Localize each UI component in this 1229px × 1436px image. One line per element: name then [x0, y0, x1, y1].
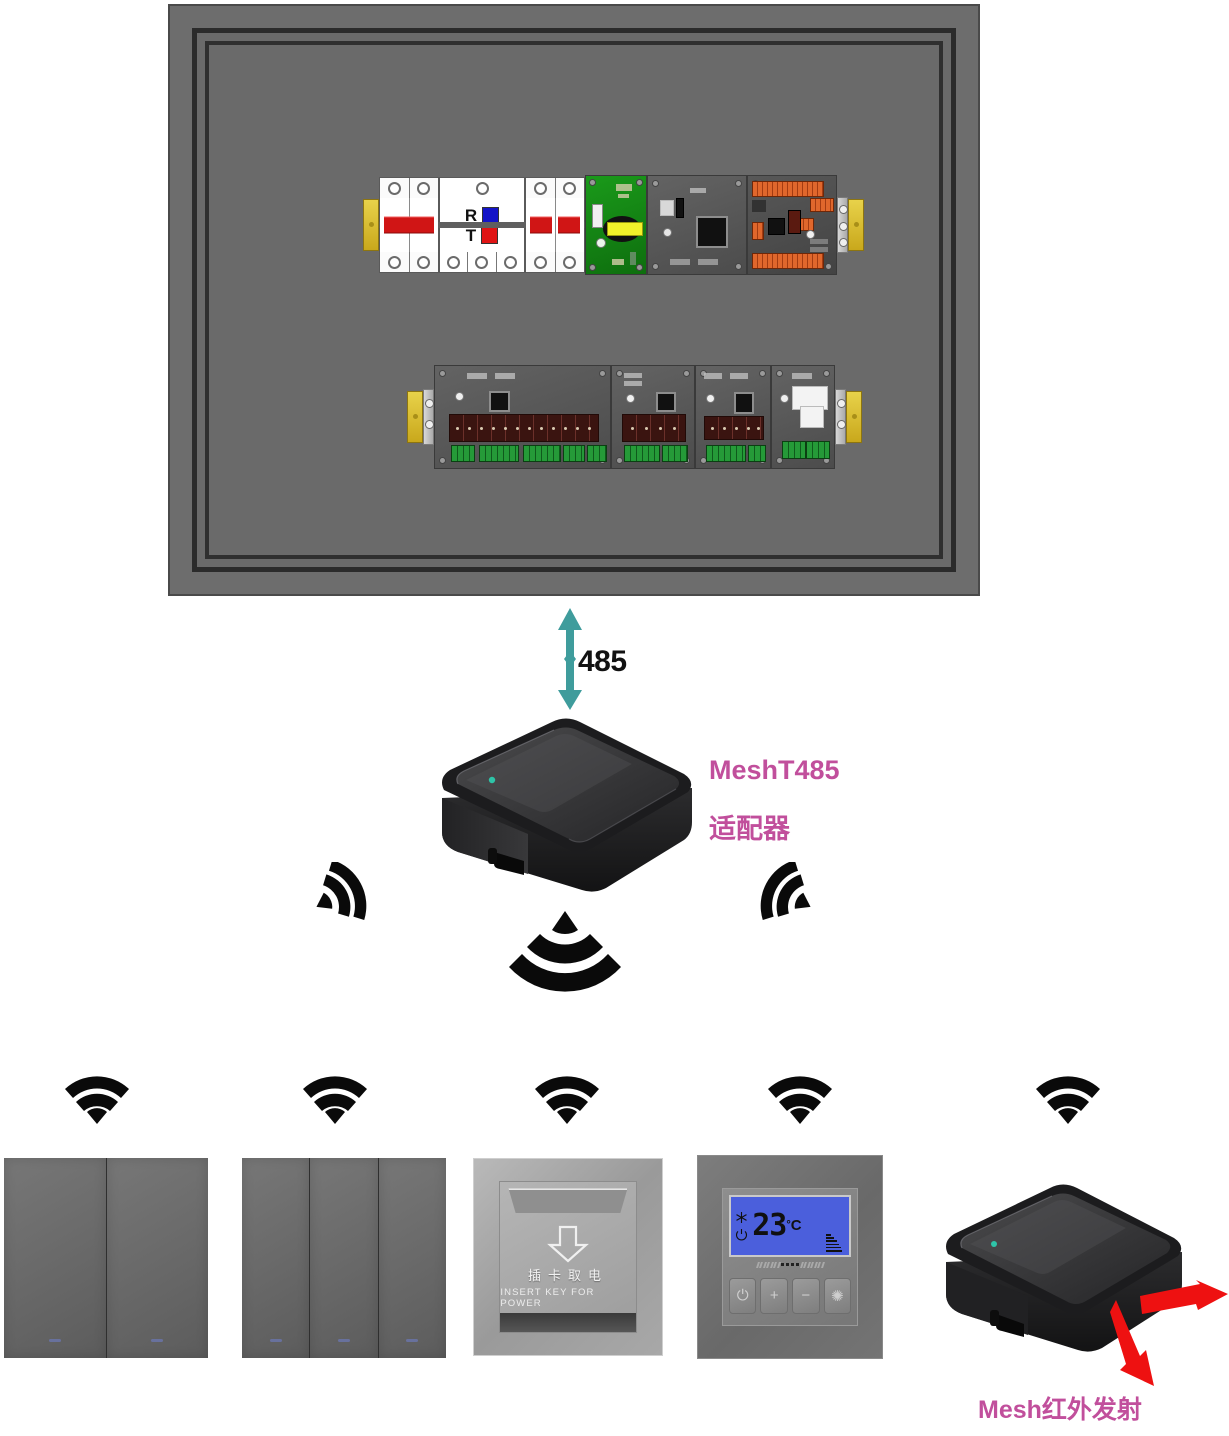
power-button[interactable]: ⏻ — [728, 1278, 757, 1314]
down-arrow-icon — [547, 1225, 589, 1263]
adapter-subtitle: 适配器 — [709, 814, 790, 844]
thermostat[interactable]: 23 ° C ⏻ + − ✺ — [697, 1155, 883, 1359]
power-icon — [736, 1229, 748, 1241]
din-row-top: R T — [363, 173, 864, 277]
snowflake-icon — [736, 1212, 747, 1224]
control-cabinet: R T — [168, 4, 980, 596]
relay-module-12ch — [434, 365, 611, 469]
ir-beam-upper-icon — [1140, 1280, 1228, 1314]
wifi-icon — [1036, 1076, 1100, 1124]
mesht485-adapter-device[interactable] — [432, 712, 700, 898]
thermostat-lcd: 23 ° C — [728, 1195, 852, 1257]
keycard-slot-body[interactable]: 插卡取电 INSERT KEY FOR POWER — [499, 1180, 637, 1334]
link-485-arrow — [558, 608, 582, 710]
wifi-icon — [768, 1076, 832, 1124]
minus-button[interactable]: − — [792, 1278, 820, 1314]
rt-indicator-blue — [482, 206, 500, 224]
circuit-breaker-right[interactable] — [525, 177, 585, 273]
signal-wave-down-icon — [509, 911, 621, 992]
switch-key-1[interactable] — [242, 1158, 311, 1358]
din-end-clamp-right — [848, 199, 864, 251]
fan-speed-icon — [826, 1233, 843, 1252]
wifi-icon — [303, 1076, 367, 1124]
clamp-plate-left — [423, 389, 434, 445]
status-led-icon — [488, 776, 496, 784]
din-end-clamp-left — [363, 199, 379, 251]
wifi-icon — [65, 1076, 129, 1124]
controller-module — [647, 175, 747, 275]
keycard-label-en: INSERT KEY FOR POWER — [500, 1287, 595, 1310]
din-row-bottom — [407, 363, 862, 471]
signal-wave-right-icon — [760, 862, 811, 920]
fan-button[interactable]: ✺ — [823, 1278, 852, 1314]
signal-wave-left-icon — [316, 862, 367, 920]
status-led-icon — [991, 1241, 997, 1247]
degree-symbol: ° — [786, 1218, 791, 1231]
relay-module-4ch — [611, 365, 695, 469]
plus-button[interactable]: + — [760, 1278, 789, 1314]
relay-module-single — [771, 365, 835, 469]
din-end-clamp-right — [846, 391, 862, 443]
wall-switch-3gang[interactable] — [240, 1156, 448, 1360]
ir-beam-lower-icon — [1110, 1300, 1154, 1386]
din-end-clamp-left — [407, 391, 423, 443]
switch-key-2[interactable] — [106, 1158, 208, 1358]
cabinet-backplate: R T — [215, 51, 933, 549]
link-485-label: 485 — [578, 645, 627, 678]
keycard-label-cn: 插卡取电 — [527, 1269, 608, 1285]
rt-letter-r: R — [464, 205, 478, 225]
temperature-unit: C — [790, 1216, 802, 1234]
thermostat-temperature: 23 — [752, 1208, 787, 1244]
switch-key-2[interactable] — [310, 1158, 379, 1358]
clamp-plate-right — [835, 389, 846, 445]
rt-letter-t: T — [465, 225, 477, 245]
power-supply-pcb-module — [585, 175, 647, 275]
adapter-title: MeshT485 — [709, 755, 840, 785]
wall-switch-2gang[interactable] — [2, 1156, 210, 1360]
ir-transmitter-label: Mesh红外发射 — [978, 1396, 1142, 1424]
cabinet-outer-frame: R T — [192, 28, 956, 572]
switch-key-3[interactable] — [378, 1158, 446, 1358]
keycard-base — [500, 1312, 636, 1333]
rt-indicator-red — [481, 226, 499, 244]
thermostat-vent — [729, 1257, 851, 1270]
switch-key-1[interactable] — [4, 1158, 107, 1358]
io-terminal-module — [747, 175, 837, 275]
wifi-icon — [535, 1076, 599, 1124]
relay-module-5ch — [695, 365, 771, 469]
key-card-power-switch[interactable]: 插卡取电 INSERT KEY FOR POWER — [473, 1158, 663, 1356]
cabinet-inner-frame: R T — [205, 41, 943, 559]
keycard-slot[interactable] — [508, 1188, 628, 1213]
circuit-breaker-left[interactable] — [379, 177, 439, 273]
clamp-plate-right — [837, 197, 848, 253]
